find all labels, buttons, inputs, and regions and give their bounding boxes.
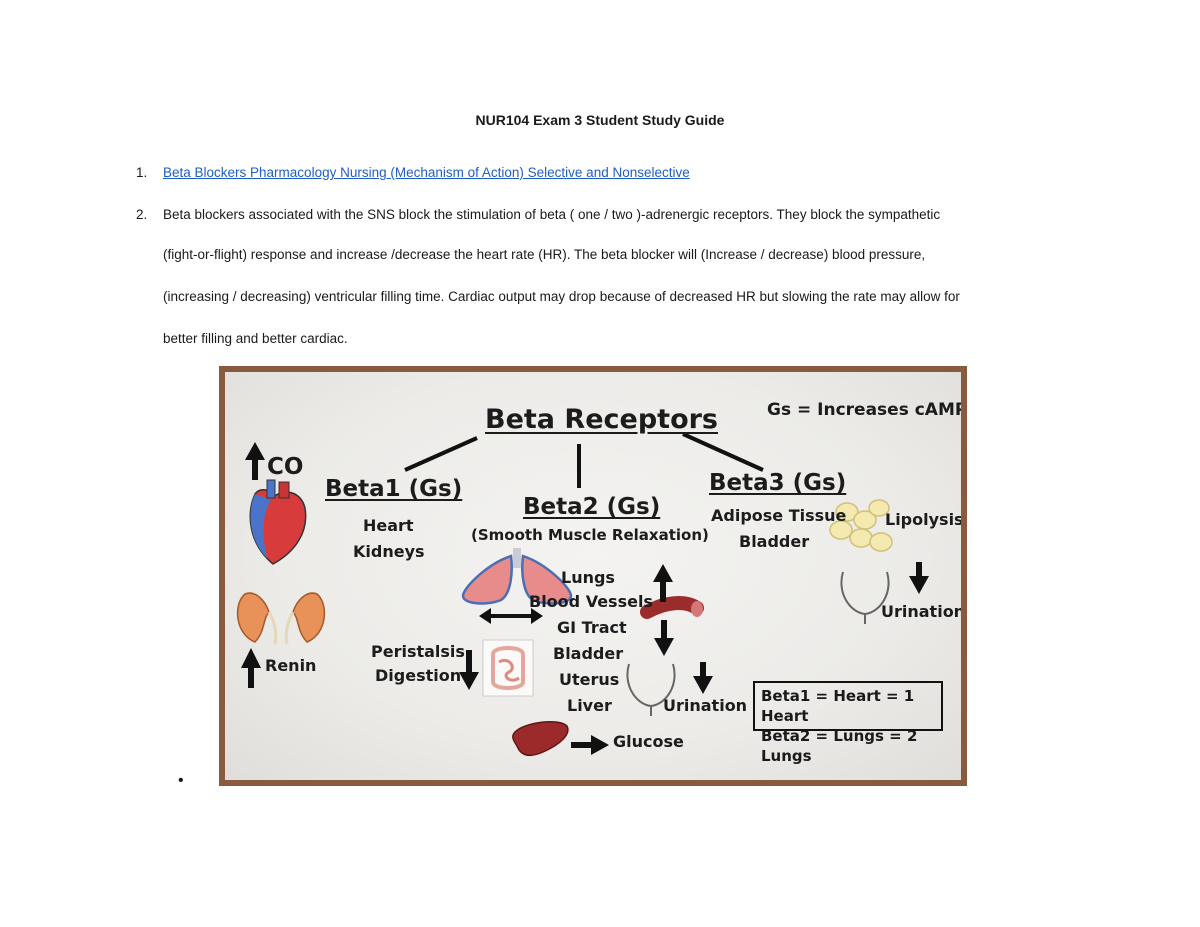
peristalsis-label: Peristalsis bbox=[371, 642, 465, 661]
double-arrow-icon bbox=[479, 608, 543, 624]
beta-blockers-video-link[interactable]: Beta Blockers Pharmacology Nursing (Mech… bbox=[163, 165, 690, 180]
bladder-icon bbox=[840, 571, 890, 624]
arrow-up-icon bbox=[241, 648, 261, 688]
paragraph-line: (increasing / decreasing) ventricular fi… bbox=[163, 289, 960, 304]
glucose-label: Glucose bbox=[613, 732, 684, 751]
bullet-point: • bbox=[178, 772, 184, 789]
list-number: 1. bbox=[136, 165, 148, 180]
lipolysis-label: Lipolysis bbox=[885, 510, 961, 529]
blood-vessel-icon bbox=[640, 596, 704, 619]
beta2-urination-label: Urination bbox=[663, 696, 748, 715]
list-item-2: 2. Beta blockers associated with the SNS … bbox=[136, 207, 940, 222]
beta3-target-adipose: Adipose Tissue bbox=[711, 506, 847, 525]
digestion-label: Digestion bbox=[375, 666, 462, 685]
list-item-1: 1. Beta Blockers Pharmacology Nursing (Me… bbox=[136, 165, 690, 180]
beta-receptors-figure: Beta Receptors Gs = Increases cAMP CO Be… bbox=[219, 366, 967, 786]
fat-cells-icon bbox=[829, 499, 893, 552]
beta1-target-heart: Heart bbox=[363, 516, 414, 535]
heart-icon bbox=[249, 479, 307, 565]
co-label: CO bbox=[267, 454, 304, 480]
figure-illustrations bbox=[236, 432, 929, 757]
beta3-urination-label: Urination bbox=[881, 602, 961, 621]
intestines-icon bbox=[482, 639, 534, 697]
connector-line bbox=[682, 432, 764, 472]
bladder-icon bbox=[626, 663, 676, 716]
paragraph-line: (fight-or-flight) response and increase … bbox=[163, 247, 926, 262]
paragraph-line: Beta blockers associated with the SNS bl… bbox=[163, 207, 941, 222]
document-title: NUR104 Exam 3 Student Study Guide bbox=[475, 112, 725, 128]
renin-label: Renin bbox=[265, 656, 317, 675]
kidneys-icon bbox=[236, 592, 326, 645]
arrow-down-icon bbox=[654, 620, 674, 656]
key-line: Beta2 = Lungs = 2 Lungs bbox=[761, 727, 918, 765]
arrow-down-icon bbox=[459, 650, 479, 690]
list-number: 2. bbox=[136, 207, 148, 222]
arrow-down-icon bbox=[693, 662, 713, 694]
beta2-subheading: (Smooth Muscle Relaxation) bbox=[471, 526, 709, 544]
connector-line bbox=[404, 436, 478, 472]
arrow-down-icon bbox=[909, 562, 929, 594]
beta1-heading: Beta1 (Gs) bbox=[325, 476, 463, 502]
paragraph-line: better filling and better cardiac. bbox=[163, 331, 348, 346]
arrow-up-icon bbox=[653, 564, 673, 602]
beta2-target-liver: Liver bbox=[567, 696, 612, 715]
beta2-heading: Beta2 (Gs) bbox=[523, 494, 661, 520]
beta3-heading: Beta3 (Gs) bbox=[709, 470, 847, 496]
beta2-target-blood-vessels: Blood Vessels bbox=[529, 592, 653, 611]
figure-title: Beta Receptors bbox=[485, 404, 719, 435]
gs-note: Gs = Increases cAMP bbox=[767, 400, 961, 420]
arrow-up-icon bbox=[245, 442, 265, 480]
receptor-key-box: Beta1 = Heart = 1 Heart Beta2 = Lungs = … bbox=[753, 681, 943, 765]
beta2-target-lungs: Lungs bbox=[561, 568, 615, 587]
arrow-right-icon bbox=[571, 735, 609, 755]
key-line: Beta1 = Heart = 1 Heart bbox=[761, 687, 915, 725]
beta2-target-uterus: Uterus bbox=[559, 670, 620, 689]
beta2-target-bladder: Bladder bbox=[553, 644, 624, 663]
beta1-target-kidneys: Kidneys bbox=[353, 542, 425, 561]
lungs-icon bbox=[461, 548, 573, 605]
beta2-target-gi-tract: GI Tract bbox=[557, 618, 627, 637]
figure-board: Beta Receptors Gs = Increases cAMP CO Be… bbox=[225, 372, 961, 780]
liver-icon bbox=[512, 720, 569, 757]
beta3-target-bladder: Bladder bbox=[739, 532, 810, 551]
